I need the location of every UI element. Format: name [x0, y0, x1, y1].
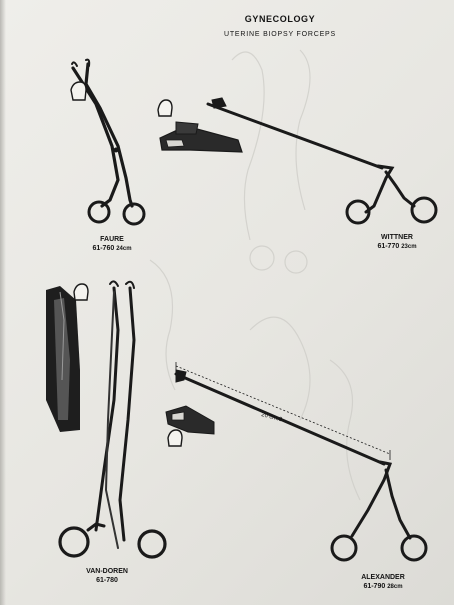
van-doren-tip-detail: [73, 283, 89, 301]
alexander-size: 28cm: [387, 584, 403, 590]
van-doren-label: VAN-DOREN 61-780: [72, 567, 142, 585]
faure-code: 61-760: [92, 245, 115, 252]
faure-name: FAURE: [100, 236, 124, 243]
page-header: GYNECOLOGY UTERINE BIOPSY FORCEPS: [190, 14, 370, 38]
wittner-label: WITTNER 61-770 23cm: [362, 233, 432, 252]
van-doren-code: 61-780: [96, 577, 118, 584]
alexander-code: 61-790: [363, 583, 386, 590]
alexander-forceps-illustration: [174, 369, 428, 562]
wittner-tip-detail: [157, 99, 173, 117]
alexander-name: ALEXANDER: [361, 574, 405, 581]
wittner-size: 23cm: [401, 244, 417, 250]
wittner-code: 61-770: [377, 243, 400, 250]
alexander-jaw-detail: [165, 405, 215, 435]
alexander-label: ALEXANDER 61-790 28cm: [348, 573, 418, 592]
faure-label: FAURE 61-760 24cm: [82, 235, 142, 254]
page-subtitle: UTERINE BIOPSY FORCEPS: [224, 31, 336, 38]
van-doren-forceps-illustration: [58, 280, 167, 559]
van-doren-name: VAN-DOREN: [86, 568, 128, 575]
page-title: GYNECOLOGY: [244, 14, 316, 24]
van-doren-jaw-detail: [46, 286, 80, 432]
alexander-tip-detail: [167, 429, 183, 447]
faure-tip-detail: [70, 81, 87, 101]
alexander-measure-line: [175, 362, 391, 460]
wittner-jaw-detail: [159, 121, 243, 153]
wittner-forceps-illustration: [206, 97, 438, 225]
faure-size: 24cm: [116, 246, 132, 252]
bleed-through-ghost: [149, 49, 361, 501]
page-fold-shadow: [0, 0, 6, 605]
wittner-name: WITTNER: [381, 234, 413, 241]
